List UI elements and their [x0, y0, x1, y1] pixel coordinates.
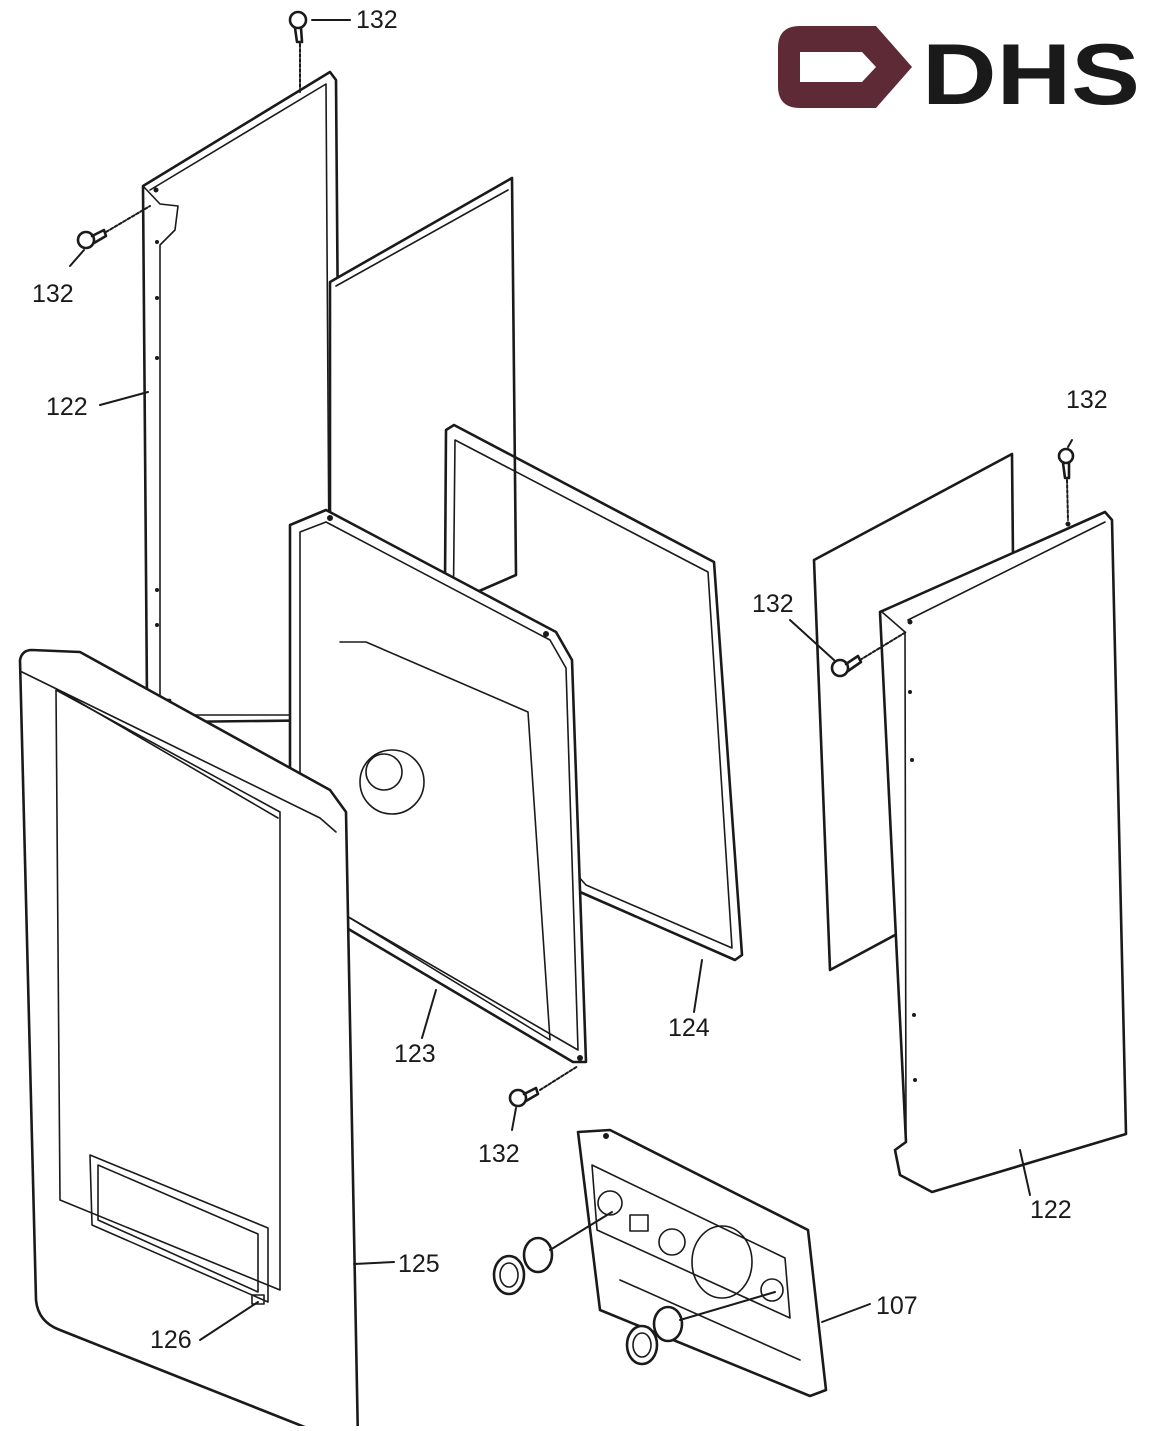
control-fascia-107 [576, 1128, 828, 1398]
callout-125: 125 [398, 1250, 440, 1278]
callout-132-left: 132 [32, 280, 74, 308]
front-cover-125 [18, 648, 360, 1431]
callout-107: 107 [876, 1292, 918, 1320]
back-insulation-sheet [328, 176, 518, 597]
logo-text: DHS [922, 27, 1140, 123]
screw-right-top [1057, 447, 1075, 480]
callout-132-top: 132 [356, 6, 398, 34]
screw-bottom [508, 1086, 540, 1108]
screw-right-mid [830, 654, 863, 678]
right-side-panel-122 [878, 510, 1128, 1194]
callout-132-right-mid: 132 [752, 590, 794, 618]
callout-124: 124 [668, 1014, 710, 1042]
callout-132-bottom: 132 [478, 1140, 520, 1168]
knob-lower [625, 1305, 684, 1366]
screw-left [76, 228, 108, 250]
callout-122-right: 122 [1030, 1196, 1072, 1224]
knob-upper [492, 1236, 554, 1296]
callout-126: 126 [150, 1326, 192, 1354]
logo-arrow-mark [778, 26, 912, 108]
screw-top [288, 10, 308, 44]
leader-lines [69, 19, 1073, 1341]
callout-122-left: 122 [46, 393, 88, 421]
callout-123: 123 [394, 1040, 436, 1068]
callout-132-right-top: 132 [1066, 386, 1108, 414]
dhs-logo: DHS [778, 26, 1140, 123]
